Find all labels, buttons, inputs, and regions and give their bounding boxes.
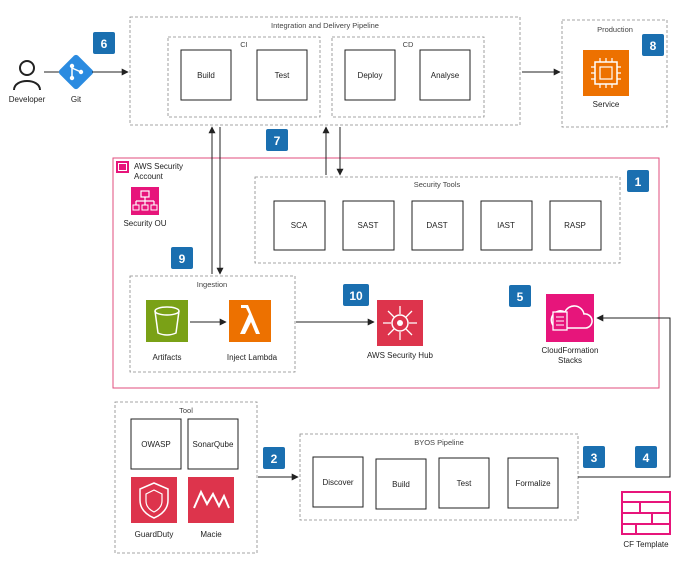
svg-text:3: 3 [591, 451, 598, 465]
service-label: Service [593, 100, 620, 109]
git-icon [58, 54, 94, 90]
badge-4: 4 [635, 446, 657, 468]
tool-group-title: Tool [179, 406, 193, 415]
integration-pipeline-group [129, 16, 521, 126]
svg-text:9: 9 [179, 252, 186, 266]
byos-test-label: Test [457, 479, 472, 488]
tool-iast-box [480, 200, 533, 251]
tool-rasp-label: RASP [564, 221, 586, 230]
tool-sca-label: SCA [291, 221, 308, 230]
cd-group [331, 36, 485, 118]
svg-text:8: 8 [650, 39, 657, 53]
cloudformation-label-1: CloudFormation [542, 346, 599, 355]
s3-bucket-icon [146, 300, 188, 342]
byos-discover-box [312, 456, 364, 508]
cd-deploy-box [344, 49, 396, 101]
tool-sast-label: SAST [358, 221, 379, 230]
badge-6: 6 [93, 32, 115, 54]
byos-formalize-box [507, 457, 559, 509]
cd-title: CD [403, 40, 414, 49]
ci-test-label: Test [275, 71, 290, 80]
ingestion-title: Ingestion [197, 280, 227, 289]
cd-analyse-box [419, 49, 471, 101]
chip-icon [583, 50, 629, 96]
guardduty-label: GuardDuty [135, 530, 174, 539]
cd-deploy-label: Deploy [358, 71, 383, 80]
user-icon [13, 60, 41, 91]
macie-label: Macie [200, 530, 222, 539]
ingestion-group [129, 275, 296, 373]
badge-7: 7 [266, 129, 288, 151]
organizations-icon [131, 187, 159, 215]
git-node: Git [58, 54, 94, 104]
byos-formalize-label: Formalize [515, 479, 551, 488]
badge-2: 2 [263, 447, 285, 469]
cloudformation-label-2: Stacks [558, 356, 582, 365]
sonarqube-box [187, 418, 239, 470]
security-hub-icon [377, 300, 423, 346]
cloudformation-icon [546, 294, 594, 342]
sonarqube-label: SonarQube [193, 440, 234, 449]
account-icon [116, 161, 129, 173]
cd-analyse-label: Analyse [431, 71, 460, 80]
owasp-label: OWASP [141, 440, 170, 449]
ci-title: CI [240, 40, 248, 49]
ci-build-label: Build [197, 71, 215, 80]
tool-sast-box [342, 200, 395, 251]
owasp-box [130, 418, 182, 470]
svg-text:7: 7 [274, 134, 281, 148]
byos-discover-label: Discover [322, 478, 353, 487]
badge-9: 9 [171, 247, 193, 269]
security-hub-label: AWS Security Hub [367, 351, 433, 360]
badge-10: 10 [343, 284, 369, 306]
aws-account-title-2: Account [134, 172, 164, 181]
byos-to-cloudformation-connector [578, 314, 671, 478]
aws-security-account-group [112, 157, 660, 389]
lambda-icon [229, 300, 271, 342]
badge-1: 1 [627, 170, 649, 192]
byos-build-box [375, 458, 427, 510]
production-title: Production [597, 25, 633, 34]
pipeline-title: Integration and Delivery Pipeline [271, 21, 379, 30]
byos-title: BYOS Pipeline [414, 438, 464, 447]
badge-3: 3 [583, 446, 605, 468]
guardduty-icon [131, 477, 177, 523]
svg-text:2: 2 [271, 452, 278, 466]
ci-group [167, 36, 321, 118]
security-tools-title: Security Tools [414, 180, 461, 189]
badge-5: 5 [509, 285, 531, 307]
security-tools-group [254, 176, 621, 264]
developer-actor: Developer [9, 60, 46, 104]
tool-rasp-box [549, 200, 602, 251]
ci-build-box [180, 49, 232, 101]
aws-account-title-1: AWS Security [134, 162, 183, 171]
macie-icon [188, 477, 234, 523]
tool-sca-box [273, 200, 326, 251]
tool-group [114, 401, 258, 554]
svg-text:6: 6 [101, 37, 108, 51]
svg-text:5: 5 [517, 290, 524, 304]
git-label: Git [71, 95, 82, 104]
tool-iast-label: IAST [497, 221, 515, 230]
developer-label: Developer [9, 95, 46, 104]
tool-dast-box [411, 200, 464, 251]
cf-template-label: CF Template [623, 540, 669, 549]
svg-text:10: 10 [349, 289, 363, 303]
svg-text:1: 1 [635, 175, 642, 189]
byos-test-box [438, 457, 490, 509]
cf-template-icon [621, 491, 671, 535]
badge-8: 8 [642, 34, 664, 56]
production-group [561, 19, 668, 128]
security-ou-label: Security OU [123, 219, 166, 228]
ci-test-box [256, 49, 308, 101]
inject-lambda-label: Inject Lambda [227, 353, 278, 362]
svg-text:4: 4 [643, 451, 650, 465]
byos-build-label: Build [392, 480, 410, 489]
artifacts-label: Artifacts [153, 353, 182, 362]
tool-dast-label: DAST [426, 221, 447, 230]
